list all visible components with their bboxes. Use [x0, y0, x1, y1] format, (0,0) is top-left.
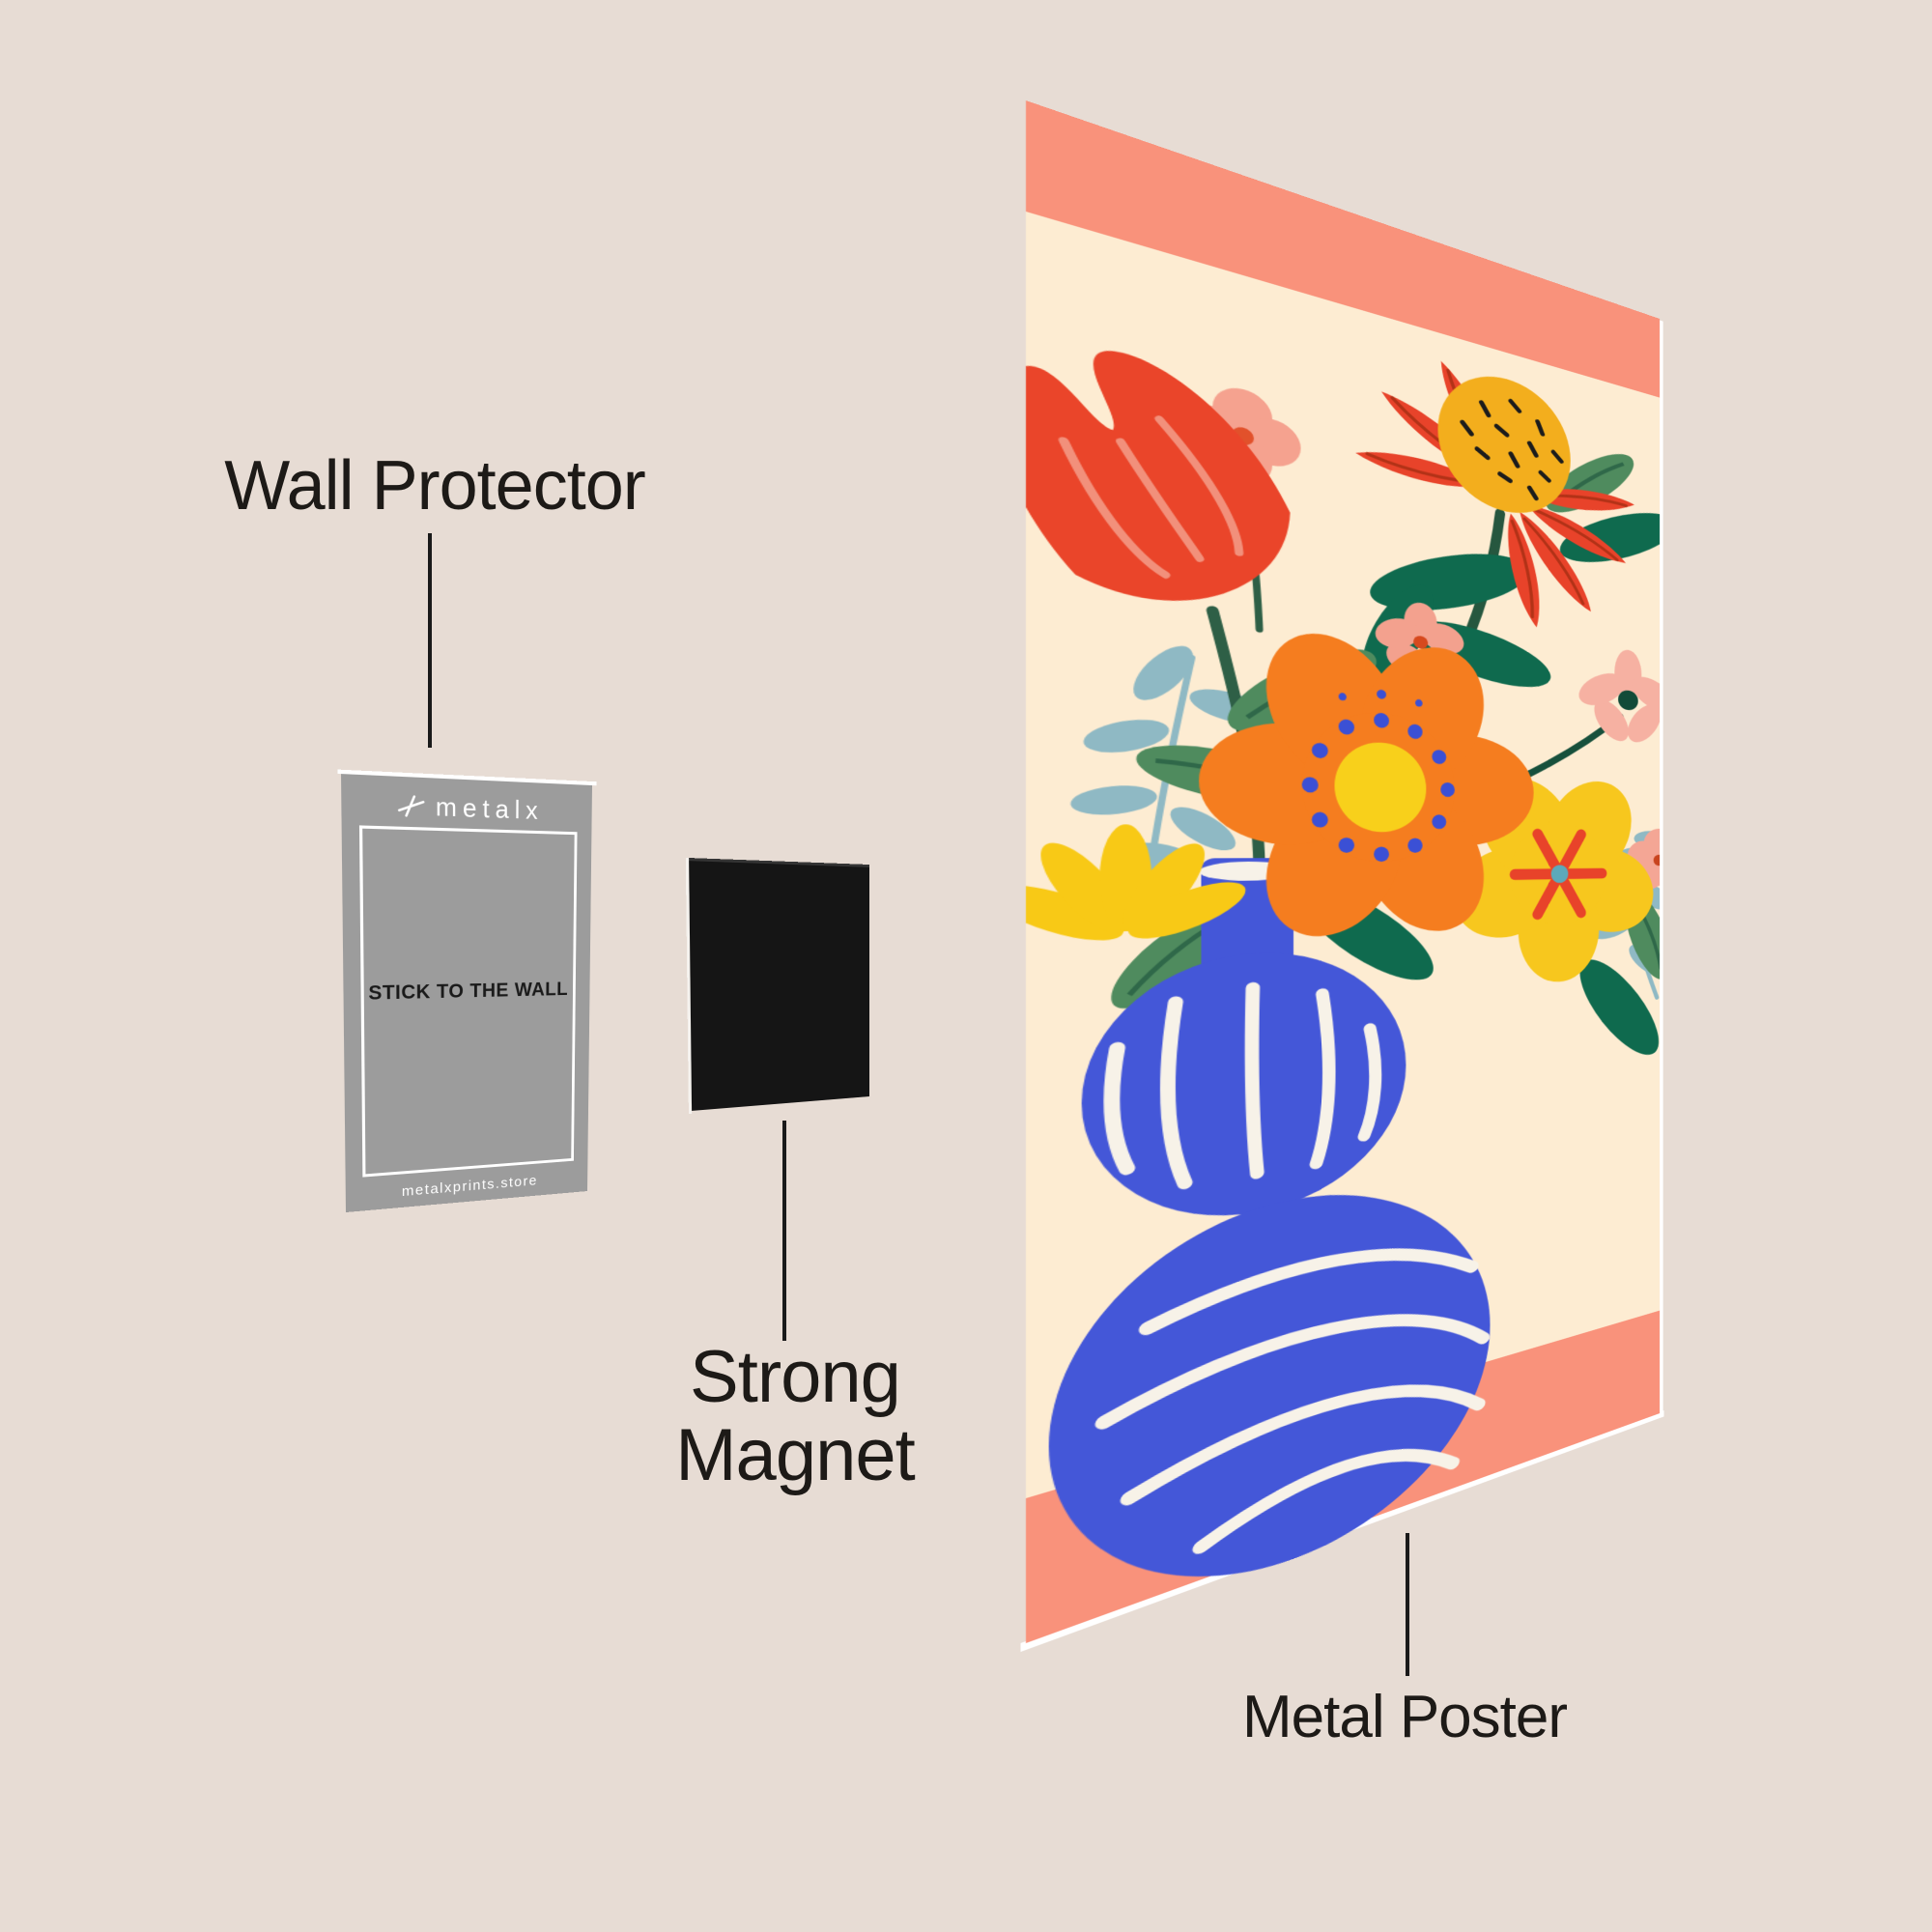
- metalx-logo-icon: [396, 793, 426, 818]
- magnet-square: [685, 857, 870, 1114]
- strong-magnet-label-line1: Strong: [690, 1336, 901, 1418]
- orange-flower: [1199, 613, 1534, 958]
- metalx-brand-name: metalx: [435, 791, 544, 826]
- poster-artwork: [1020, 100, 1690, 1653]
- strong-magnet-label-line2: Magnet: [675, 1413, 915, 1496]
- strong-magnet-leader-line: [782, 1121, 786, 1341]
- metal-poster-leader-line: [1406, 1533, 1409, 1676]
- wall-protector-leader-line: [428, 533, 432, 748]
- metal-poster: [1020, 100, 1690, 1653]
- metal-poster-label: Metal Poster: [1241, 1684, 1568, 1750]
- poster-top-band: [1026, 100, 1661, 398]
- strong-magnet-label: Strong Magnet: [675, 1336, 915, 1496]
- magnet-surface: [688, 858, 870, 1112]
- wall-protector-card: metalx STICK TO THE WALL metalxprints.st…: [337, 769, 597, 1213]
- wall-protector-label: Wall Protector: [224, 447, 645, 525]
